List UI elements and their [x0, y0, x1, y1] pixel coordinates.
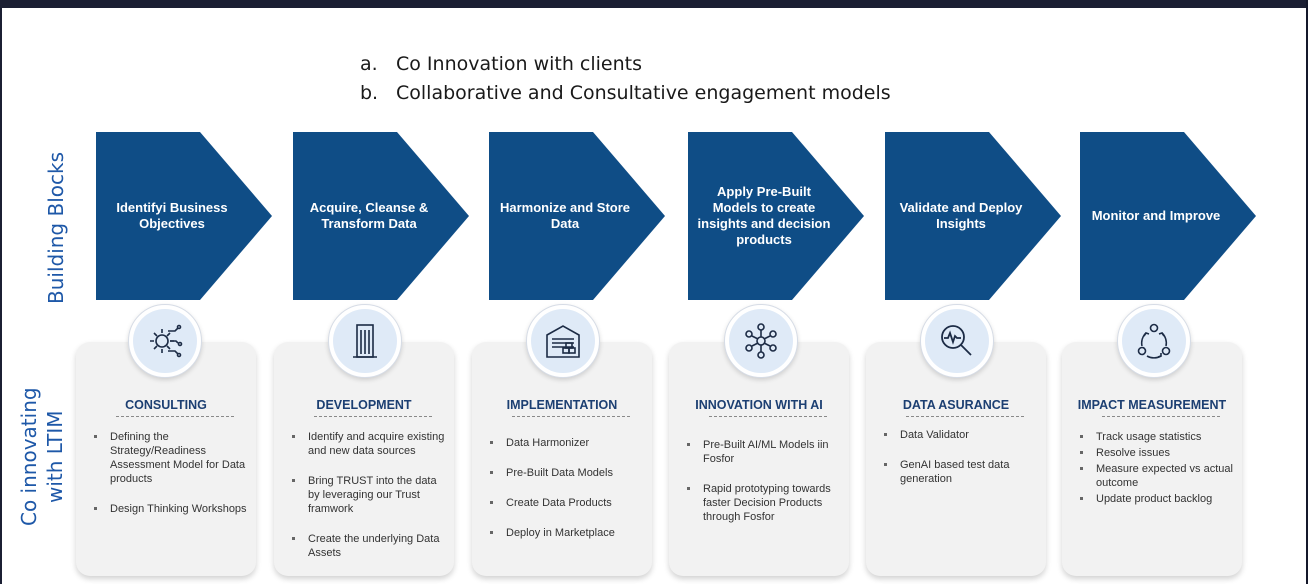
list-item: Data Harmonizer: [472, 436, 644, 450]
icon-circle-consulting: [128, 304, 202, 378]
card-consulting: CONSULTING Defining the Strategy/Readine…: [76, 342, 256, 576]
side-label-co-innovating: Co innovating with LTIM: [17, 387, 67, 526]
list-item: Design Thinking Workshops: [76, 502, 248, 516]
chevron-arrow-icon: [293, 132, 469, 300]
cycle-icon: [1137, 323, 1171, 359]
list-item: Pre-Built AI/ML Models iin Fosfor: [669, 438, 841, 466]
icon-circle-implementation: [526, 304, 600, 378]
list-item: Data Validator: [866, 428, 1038, 442]
intro-item: b.Collaborative and Consultative engagem…: [360, 82, 891, 104]
divider: [1102, 416, 1220, 417]
magnifier-pulse-icon: [941, 325, 972, 356]
step-title: Monitor and Improve: [1091, 208, 1221, 223]
card-heading: DATA ASURANCE: [902, 398, 1010, 412]
step-chevron: Monitor and Improve: [1080, 132, 1256, 300]
step-chevron: Apply Pre-Built Models to create insight…: [688, 132, 864, 300]
card-heading: DEVELOPMENT: [316, 398, 412, 412]
chevron-arrow-icon: [489, 132, 665, 300]
step-title: Acquire, Cleanse & Transform Data: [309, 200, 429, 231]
card-data-asurance: DATA ASURANCE Data Validator GenAI based…: [866, 342, 1046, 576]
chevron-arrow-icon: [885, 132, 1061, 300]
side-label-building-blocks: Building Blocks: [44, 151, 68, 304]
bullet-list: Data Validator GenAI based test data gen…: [866, 428, 1046, 502]
card-innovation-with-ai: INNOVATION WITH AI Pre-Built AI/ML Model…: [669, 342, 849, 576]
step-chevron: Acquire, Cleanse & Transform Data: [293, 132, 469, 300]
warehouse-icon: [546, 325, 580, 358]
building-icon: [353, 324, 377, 358]
step-title: Harmonize and Store Data: [499, 200, 631, 231]
chevron-arrow-icon: [96, 132, 272, 300]
list-item: Deploy in Marketplace: [472, 526, 644, 540]
card-heading: IMPACT MEASUREMENT: [1077, 398, 1227, 412]
list-item: Create Data Products: [472, 496, 644, 510]
list-item: Update product backlog: [1062, 492, 1234, 506]
list-item: Track usage statistics: [1062, 430, 1234, 444]
list-item: GenAI based test data generation: [866, 458, 1038, 486]
card-implementation: IMPLEMENTATION Data Harmonizer Pre-Built…: [472, 342, 652, 576]
step-chevron: Identifyi Business Objectives: [96, 132, 272, 300]
intro-item: a.Co Innovation with clients: [360, 53, 642, 75]
chevron-arrow-icon: [1080, 132, 1256, 300]
card-heading: CONSULTING: [125, 398, 207, 412]
step-title: Apply Pre-Built Models to create insight…: [697, 184, 831, 247]
icon-circle-impact: [1117, 304, 1191, 378]
divider: [906, 416, 1024, 417]
gear-circuit-icon: [150, 324, 183, 358]
bullet-list: Data Harmonizer Pre-Built Data Models Cr…: [472, 436, 652, 556]
card-impact-measurement: IMPACT MEASUREMENT Track usage statistic…: [1062, 342, 1242, 576]
card-development: DEVELOPMENT Identify and acquire existin…: [274, 342, 454, 576]
list-item: Measure expected vs actual outcome: [1062, 462, 1234, 490]
list-item: Pre-Built Data Models: [472, 466, 644, 480]
list-item: Rapid prototyping towards faster Decisio…: [669, 482, 841, 524]
step-title: Identifyi Business Objectives: [116, 200, 228, 231]
bullet-list: Track usage statistics Resolve issues Me…: [1062, 430, 1242, 508]
bullet-list: Identify and acquire existing and new da…: [274, 430, 454, 576]
card-heading: IMPLEMENTATION: [506, 398, 618, 412]
step-title: Validate and Deploy Insights: [899, 200, 1023, 231]
list-item: Resolve issues: [1062, 446, 1234, 460]
bullet-list: Defining the Strategy/Readiness Assessme…: [76, 430, 256, 532]
step-chevron: Harmonize and Store Data: [489, 132, 665, 300]
network-hub-icon: [745, 323, 777, 359]
list-item: Bring TRUST into the data by leveraging …: [274, 474, 446, 516]
list-item: Create the underlying Data Assets: [274, 532, 446, 560]
list-item: Defining the Strategy/Readiness Assessme…: [76, 430, 248, 486]
divider: [512, 416, 630, 417]
divider: [314, 416, 432, 417]
icon-circle-data-asurance: [920, 304, 994, 378]
card-heading: INNOVATION WITH AI: [695, 398, 823, 412]
divider: [116, 416, 234, 417]
intro-list: a.Co Innovation with clients b.Collabora…: [360, 50, 891, 108]
step-chevron: Validate and Deploy Insights: [885, 132, 1061, 300]
bullet-list: Pre-Built AI/ML Models iin Fosfor Rapid …: [669, 438, 849, 540]
divider: [709, 416, 827, 417]
icon-circle-development: [328, 304, 402, 378]
icon-circle-innovation: [724, 304, 798, 378]
chevron-arrow-icon: [688, 132, 864, 300]
list-item: Identify and acquire existing and new da…: [274, 430, 446, 458]
